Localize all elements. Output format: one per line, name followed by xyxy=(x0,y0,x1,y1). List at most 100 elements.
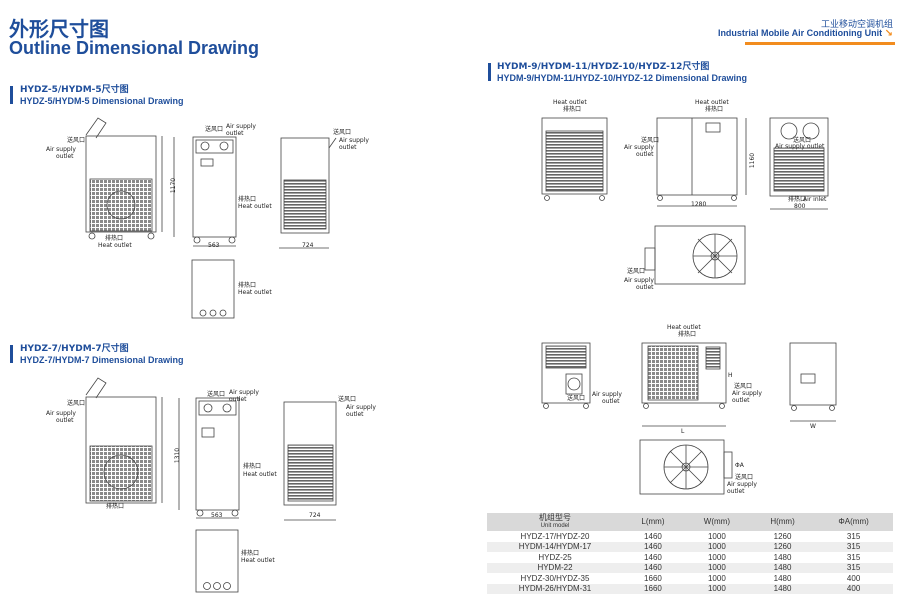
label-supply-en2: outlet xyxy=(806,143,825,150)
col-header-en: Unit model xyxy=(540,523,570,529)
drawing-5-side xyxy=(85,117,163,240)
section-marker xyxy=(488,63,491,81)
label-supply-en1: Air supply xyxy=(775,143,805,150)
label-air-inlet: Air inlet xyxy=(803,196,827,203)
cell-model: HYDM-22 xyxy=(487,562,623,573)
label-supply-en2: outlet xyxy=(56,153,74,160)
label-supply-en: Air supply xyxy=(727,481,757,488)
label-supply-en: Air supply outlet xyxy=(775,143,824,150)
label-heat-zh: 排热口 xyxy=(241,550,260,557)
drawing-9-end xyxy=(769,117,829,210)
drawing-17-top xyxy=(639,439,733,495)
cell-model: HYDZ-30/HYDZ-35 xyxy=(487,573,623,584)
section-title-zh: HYDZ-7/HYDM-7尺寸图 xyxy=(20,344,129,354)
cell-w: 1000 xyxy=(682,562,751,573)
label-supply-en: Air supply xyxy=(226,123,256,130)
table-row: HYDZ-25 1460 1000 1480 315 xyxy=(487,552,893,563)
label-supply-en: Air supply xyxy=(346,404,376,411)
label-supply-zh: 送风口 xyxy=(205,126,224,133)
label-heat-zh: 排热口 xyxy=(788,196,807,203)
label-supply-en: Air supply xyxy=(46,146,76,153)
cell-l: 1460 xyxy=(623,531,683,542)
drawing-5-top xyxy=(191,259,235,319)
section-title-zh: HYDM-9/HYDM-11/HYDZ-10/HYDZ-12尺寸图 xyxy=(497,62,710,72)
label-supply-zh: 送风口 xyxy=(338,396,357,403)
cell-h: 1480 xyxy=(750,562,815,573)
cell-l: 1460 xyxy=(623,562,683,573)
cell-phi: 315 xyxy=(814,552,893,563)
cell-h: 1480 xyxy=(750,573,815,584)
cell-model: HYDZ-17/HYDZ-20 xyxy=(487,531,623,542)
label-heat-en: Heat outlet xyxy=(243,471,277,478)
label-heat-zh: 排热口 xyxy=(678,331,697,338)
dim-17-height: H xyxy=(728,372,733,379)
label-supply-en2: outlet xyxy=(732,397,750,404)
cell-w: 1000 xyxy=(682,552,751,563)
dim-7-width: 563 xyxy=(211,512,223,519)
cell-l: 1660 xyxy=(623,583,683,594)
cell-phi: 315 xyxy=(814,562,893,573)
table-header-row: 机组型号 Unit model L(mm) W(mm) H(mm) ΦA(mm) xyxy=(487,513,893,531)
arrow-icon: ↘ xyxy=(884,28,893,39)
cell-phi: 315 xyxy=(814,541,893,552)
table-row: HYDZ-17/HYDZ-20 1460 1000 1260 315 xyxy=(487,531,893,542)
header-category-en: Industrial Mobile Air Conditioning Unit … xyxy=(718,28,893,39)
label-supply-en: Air supply xyxy=(592,391,622,398)
label-supply-en2: outlet xyxy=(636,284,654,291)
drawing-17-end xyxy=(789,342,837,422)
label-supply-zh: 送风口 xyxy=(67,400,86,407)
drawing-5-front xyxy=(173,136,237,247)
label-heat-en: Heat outlet xyxy=(553,99,587,106)
cell-w: 1000 xyxy=(682,541,751,552)
cell-l: 1460 xyxy=(623,552,683,563)
drawing-9-top xyxy=(644,225,746,285)
dim-17-length: L xyxy=(681,428,685,435)
section-title-en: HYDM-9/HYDM-11/HYDZ-10/HYDZ-12 Dimension… xyxy=(497,73,748,83)
dim-7-depth: 724 xyxy=(309,512,321,519)
col-header-zh: 机组型号 xyxy=(539,513,571,522)
label-heat-zh: 排热口 xyxy=(238,282,257,289)
label-heat-zh: 排热口 xyxy=(705,106,724,113)
cell-w: 1000 xyxy=(682,583,751,594)
label-heat-zh: 排热口 xyxy=(106,503,125,510)
label-supply-en2: outlet xyxy=(226,130,244,137)
dim-5-width: 563 xyxy=(208,242,220,249)
label-heat-en: Heat outlet xyxy=(241,557,275,564)
label-supply-zh: 送风口 xyxy=(333,129,352,136)
label-heat-en: Heat outlet xyxy=(98,242,132,249)
label-heat-zh: 排热口 xyxy=(243,463,262,470)
cell-h: 1260 xyxy=(750,541,815,552)
col-header-model: 机组型号 Unit model xyxy=(487,513,623,531)
label-heat-en: Heat outlet xyxy=(238,203,272,210)
label-heat-zh: 排热口 xyxy=(563,106,582,113)
drawing-17-side xyxy=(541,342,591,409)
col-header-h: H(mm) xyxy=(750,513,815,531)
cell-phi: 400 xyxy=(814,573,893,584)
section-marker xyxy=(10,86,13,104)
col-header-phi: ΦA(mm) xyxy=(814,513,893,531)
dim-17-phi: ΦA xyxy=(735,462,744,469)
dim-9-height: 1160 xyxy=(749,152,757,169)
label-heat-zh: 排热口 xyxy=(238,196,257,203)
page-title-zh: 外形尺寸图 xyxy=(9,17,109,41)
cell-model: HYDZ-25 xyxy=(487,552,623,563)
cell-l: 1660 xyxy=(623,573,683,584)
header-accent-bar xyxy=(745,42,895,45)
label-supply-zh: 送风口 xyxy=(627,268,646,275)
label-supply-en2: outlet xyxy=(727,488,745,495)
label-supply-zh: 送风口 xyxy=(793,137,812,144)
dim-17-width: W xyxy=(810,423,816,430)
cell-l: 1460 xyxy=(623,541,683,552)
label-supply-zh: 送风口 xyxy=(734,383,753,390)
dim-7-height: 1310 xyxy=(174,447,182,464)
section-title-zh: HYDZ-5/HYDM-5尺寸图 xyxy=(20,85,129,95)
drawing-9-side xyxy=(541,117,608,201)
header-category-zh: 工业移动空调机组 xyxy=(820,20,893,30)
drawing-17-front xyxy=(641,342,727,427)
dim-9-depth: 800 xyxy=(794,203,806,210)
label-supply-en: Air supply xyxy=(229,389,259,396)
cell-h: 1480 xyxy=(750,552,815,563)
drawing-5-back xyxy=(279,137,337,249)
label-supply-en2: outlet xyxy=(602,398,620,405)
label-supply-en: Air supply xyxy=(624,144,654,151)
